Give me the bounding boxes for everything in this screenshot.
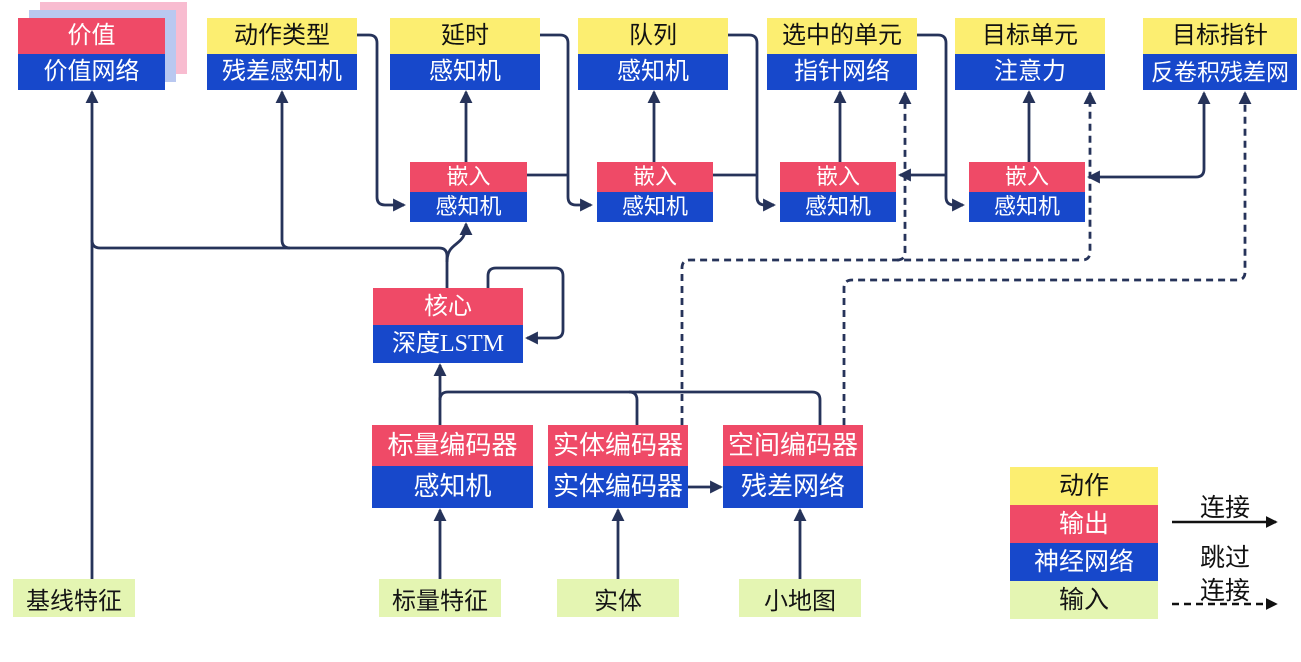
node-value-body: 价值网络 bbox=[18, 54, 165, 90]
edge-entityenc-to-merge bbox=[628, 390, 639, 425]
node-delay: 延时 感知机 bbox=[390, 18, 540, 90]
edge-core-to-embed1 bbox=[445, 222, 473, 263]
legend-input: 输入 bbox=[1010, 581, 1158, 619]
edge-skip-entity-to-targetunit bbox=[680, 91, 1097, 425]
legend-network: 神经网络 bbox=[1010, 543, 1158, 581]
node-embed-3-body: 感知机 bbox=[780, 192, 896, 222]
node-entity-encoder-header: 实体编码器 bbox=[548, 425, 688, 466]
edge-merge-line bbox=[438, 390, 822, 425]
edge-queue-to-embed3 bbox=[728, 33, 776, 212]
node-scalar-encoder-body: 感知机 bbox=[372, 466, 533, 508]
edge-delay-to-embed2 bbox=[540, 33, 593, 212]
node-queue-body: 感知机 bbox=[578, 54, 728, 90]
node-value: 价值 价值网络 bbox=[18, 18, 165, 90]
legend: 动作 输出 神经网络 输入 bbox=[1010, 467, 1158, 619]
edge-embed4-to-targetpoint bbox=[1087, 91, 1211, 184]
node-target-unit: 目标单元 注意力 bbox=[955, 18, 1105, 90]
node-embed-3-header: 嵌入 bbox=[780, 162, 896, 192]
node-core: 核心 深度LSTM bbox=[373, 288, 523, 363]
node-embed-4: 嵌入 感知机 bbox=[969, 162, 1085, 222]
node-action-type-header: 动作类型 bbox=[207, 18, 357, 54]
node-scalar-encoder-header: 标量编码器 bbox=[372, 425, 533, 466]
node-target-point-body: 反卷积残差网 bbox=[1143, 54, 1297, 90]
node-selected-units-body: 指针网络 bbox=[767, 54, 917, 90]
node-spatial-encoder-header: 空间编码器 bbox=[723, 425, 863, 466]
node-embed-4-body: 感知机 bbox=[969, 192, 1085, 222]
node-embed-1-header: 嵌入 bbox=[410, 162, 527, 192]
node-entity-encoder: 实体编码器 实体编码器 bbox=[548, 425, 688, 508]
edge-skip-entity-to-selected bbox=[896, 91, 912, 262]
node-core-header: 核心 bbox=[373, 288, 523, 325]
legend-skip-label-2: 连接 bbox=[1199, 578, 1250, 605]
node-delay-header: 延时 bbox=[390, 18, 540, 54]
node-scalar-features: 标量特征 bbox=[379, 579, 501, 617]
legend-connect-label: 连接 bbox=[1199, 495, 1250, 522]
node-core-body: 深度LSTM bbox=[373, 325, 523, 363]
node-embed-3: 嵌入 感知机 bbox=[780, 162, 896, 222]
node-embed-1: 嵌入 感知机 bbox=[410, 162, 527, 222]
node-selected-units: 选中的单元 指针网络 bbox=[767, 18, 917, 90]
node-value-header: 价值 bbox=[18, 18, 165, 54]
node-embed-2: 嵌入 感知机 bbox=[597, 162, 713, 222]
legend-action: 动作 bbox=[1010, 467, 1158, 505]
node-target-point-header: 目标指针 bbox=[1143, 18, 1297, 54]
node-spatial-encoder-body: 残差网络 bbox=[723, 466, 863, 508]
edge-core-to-value bbox=[90, 239, 449, 288]
node-target-unit-header: 目标单元 bbox=[955, 18, 1105, 54]
node-baseline-features: 基线特征 bbox=[13, 579, 135, 617]
node-spatial-encoder: 空间编码器 残差网络 bbox=[723, 425, 863, 508]
legend-skip-label-1: 跳过 bbox=[1199, 545, 1250, 572]
node-action-type-body: 残差感知机 bbox=[207, 54, 357, 90]
node-embed-2-header: 嵌入 bbox=[597, 162, 713, 192]
node-embed-4-header: 嵌入 bbox=[969, 162, 1085, 192]
node-minimap: 小地图 bbox=[739, 579, 861, 617]
node-entity-encoder-body: 实体编码器 bbox=[548, 466, 688, 508]
edge-selected-to-embed4 bbox=[917, 33, 965, 212]
node-delay-body: 感知机 bbox=[390, 54, 540, 90]
edge-core-to-actiontype bbox=[275, 90, 291, 250]
node-target-point: 目标指针 反卷积残差网 bbox=[1143, 18, 1297, 90]
edge-skip-spatial-to-targetpoint bbox=[842, 91, 1252, 425]
node-queue: 队列 感知机 bbox=[578, 18, 728, 90]
legend-output: 输出 bbox=[1010, 505, 1158, 543]
edge-actiontype-to-embed1 bbox=[357, 33, 406, 212]
node-action-type: 动作类型 残差感知机 bbox=[207, 18, 357, 90]
node-selected-units-header: 选中的单元 bbox=[767, 18, 917, 54]
node-scalar-encoder: 标量编码器 感知机 bbox=[372, 425, 533, 508]
node-embed-1-body: 感知机 bbox=[410, 192, 527, 222]
node-entities: 实体 bbox=[557, 579, 679, 617]
node-queue-header: 队列 bbox=[578, 18, 728, 54]
edge-core-selfloop bbox=[486, 266, 565, 345]
node-target-unit-body: 注意力 bbox=[955, 54, 1105, 90]
node-embed-2-body: 感知机 bbox=[597, 192, 713, 222]
